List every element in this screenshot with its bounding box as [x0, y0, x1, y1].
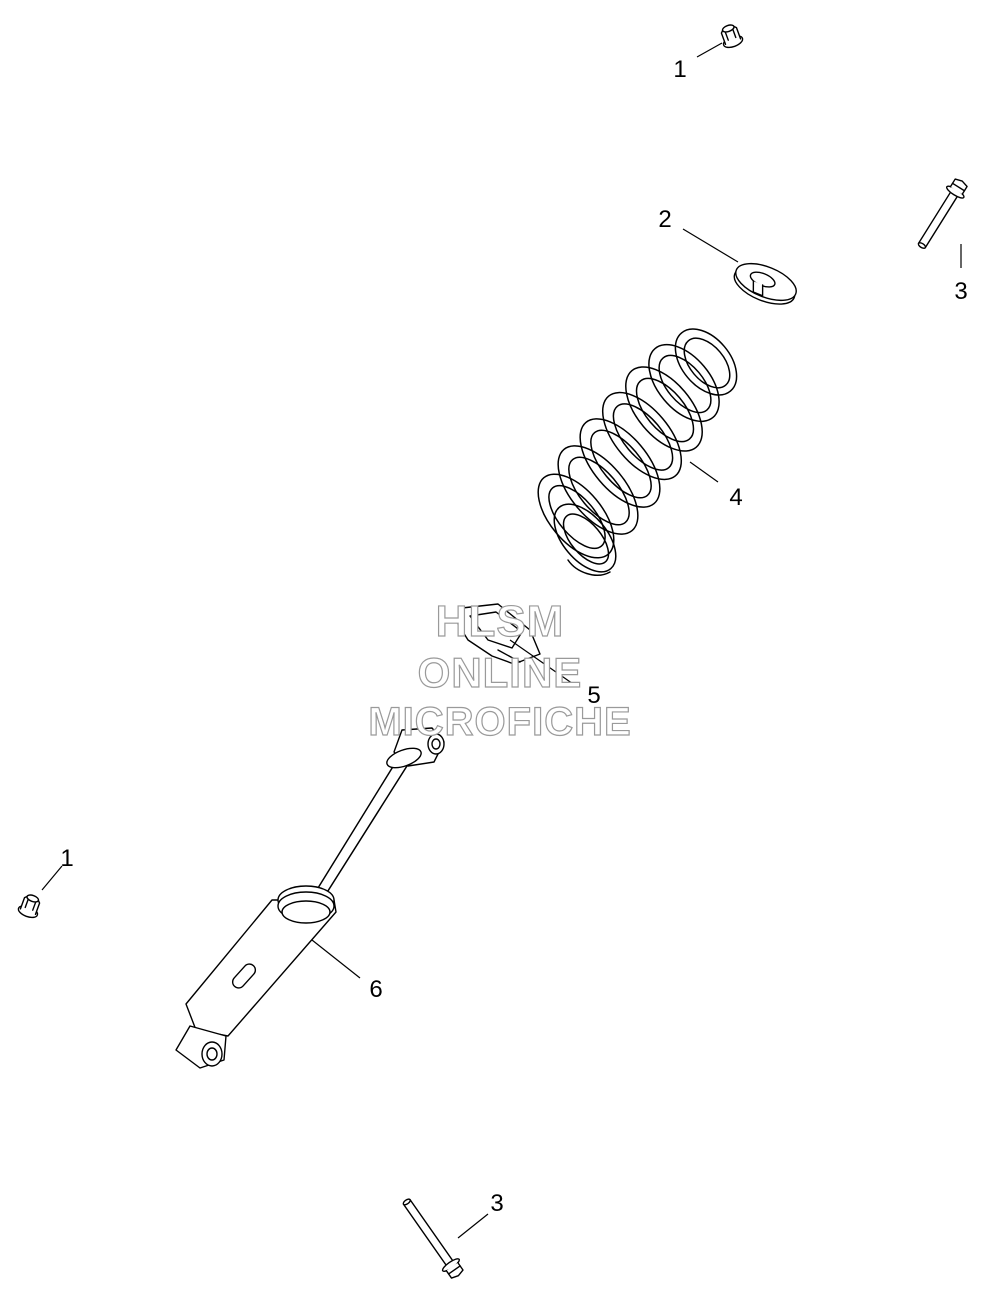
callout-5: 5: [587, 682, 601, 709]
shock-absorber-icon: [175, 727, 445, 1069]
callout-3-top: 3: [954, 278, 968, 305]
flange-nut-icon: [17, 894, 41, 919]
callout-6: 6: [369, 976, 383, 1003]
leader-lines: [41, 42, 962, 1239]
spring-retainer-icon: [733, 262, 797, 305]
flange-nut-icon: [720, 24, 744, 49]
spring-clip-icon: [457, 603, 541, 665]
callout-4: 4: [729, 484, 743, 511]
watermark-line-2: ONLINE: [417, 649, 583, 696]
watermark-line-3: MICROFICHE: [368, 700, 632, 744]
flange-bolt-icon: [917, 178, 968, 249]
callout-1-top: 1: [673, 56, 687, 83]
callout-3-bottom: 3: [490, 1190, 504, 1217]
flange-bolt-icon: [402, 1198, 464, 1279]
callout-2: 2: [658, 206, 672, 233]
watermark-line-1: HLSM: [435, 597, 565, 646]
coil-spring-icon: [537, 328, 738, 576]
callout-1-left: 1: [60, 845, 74, 872]
